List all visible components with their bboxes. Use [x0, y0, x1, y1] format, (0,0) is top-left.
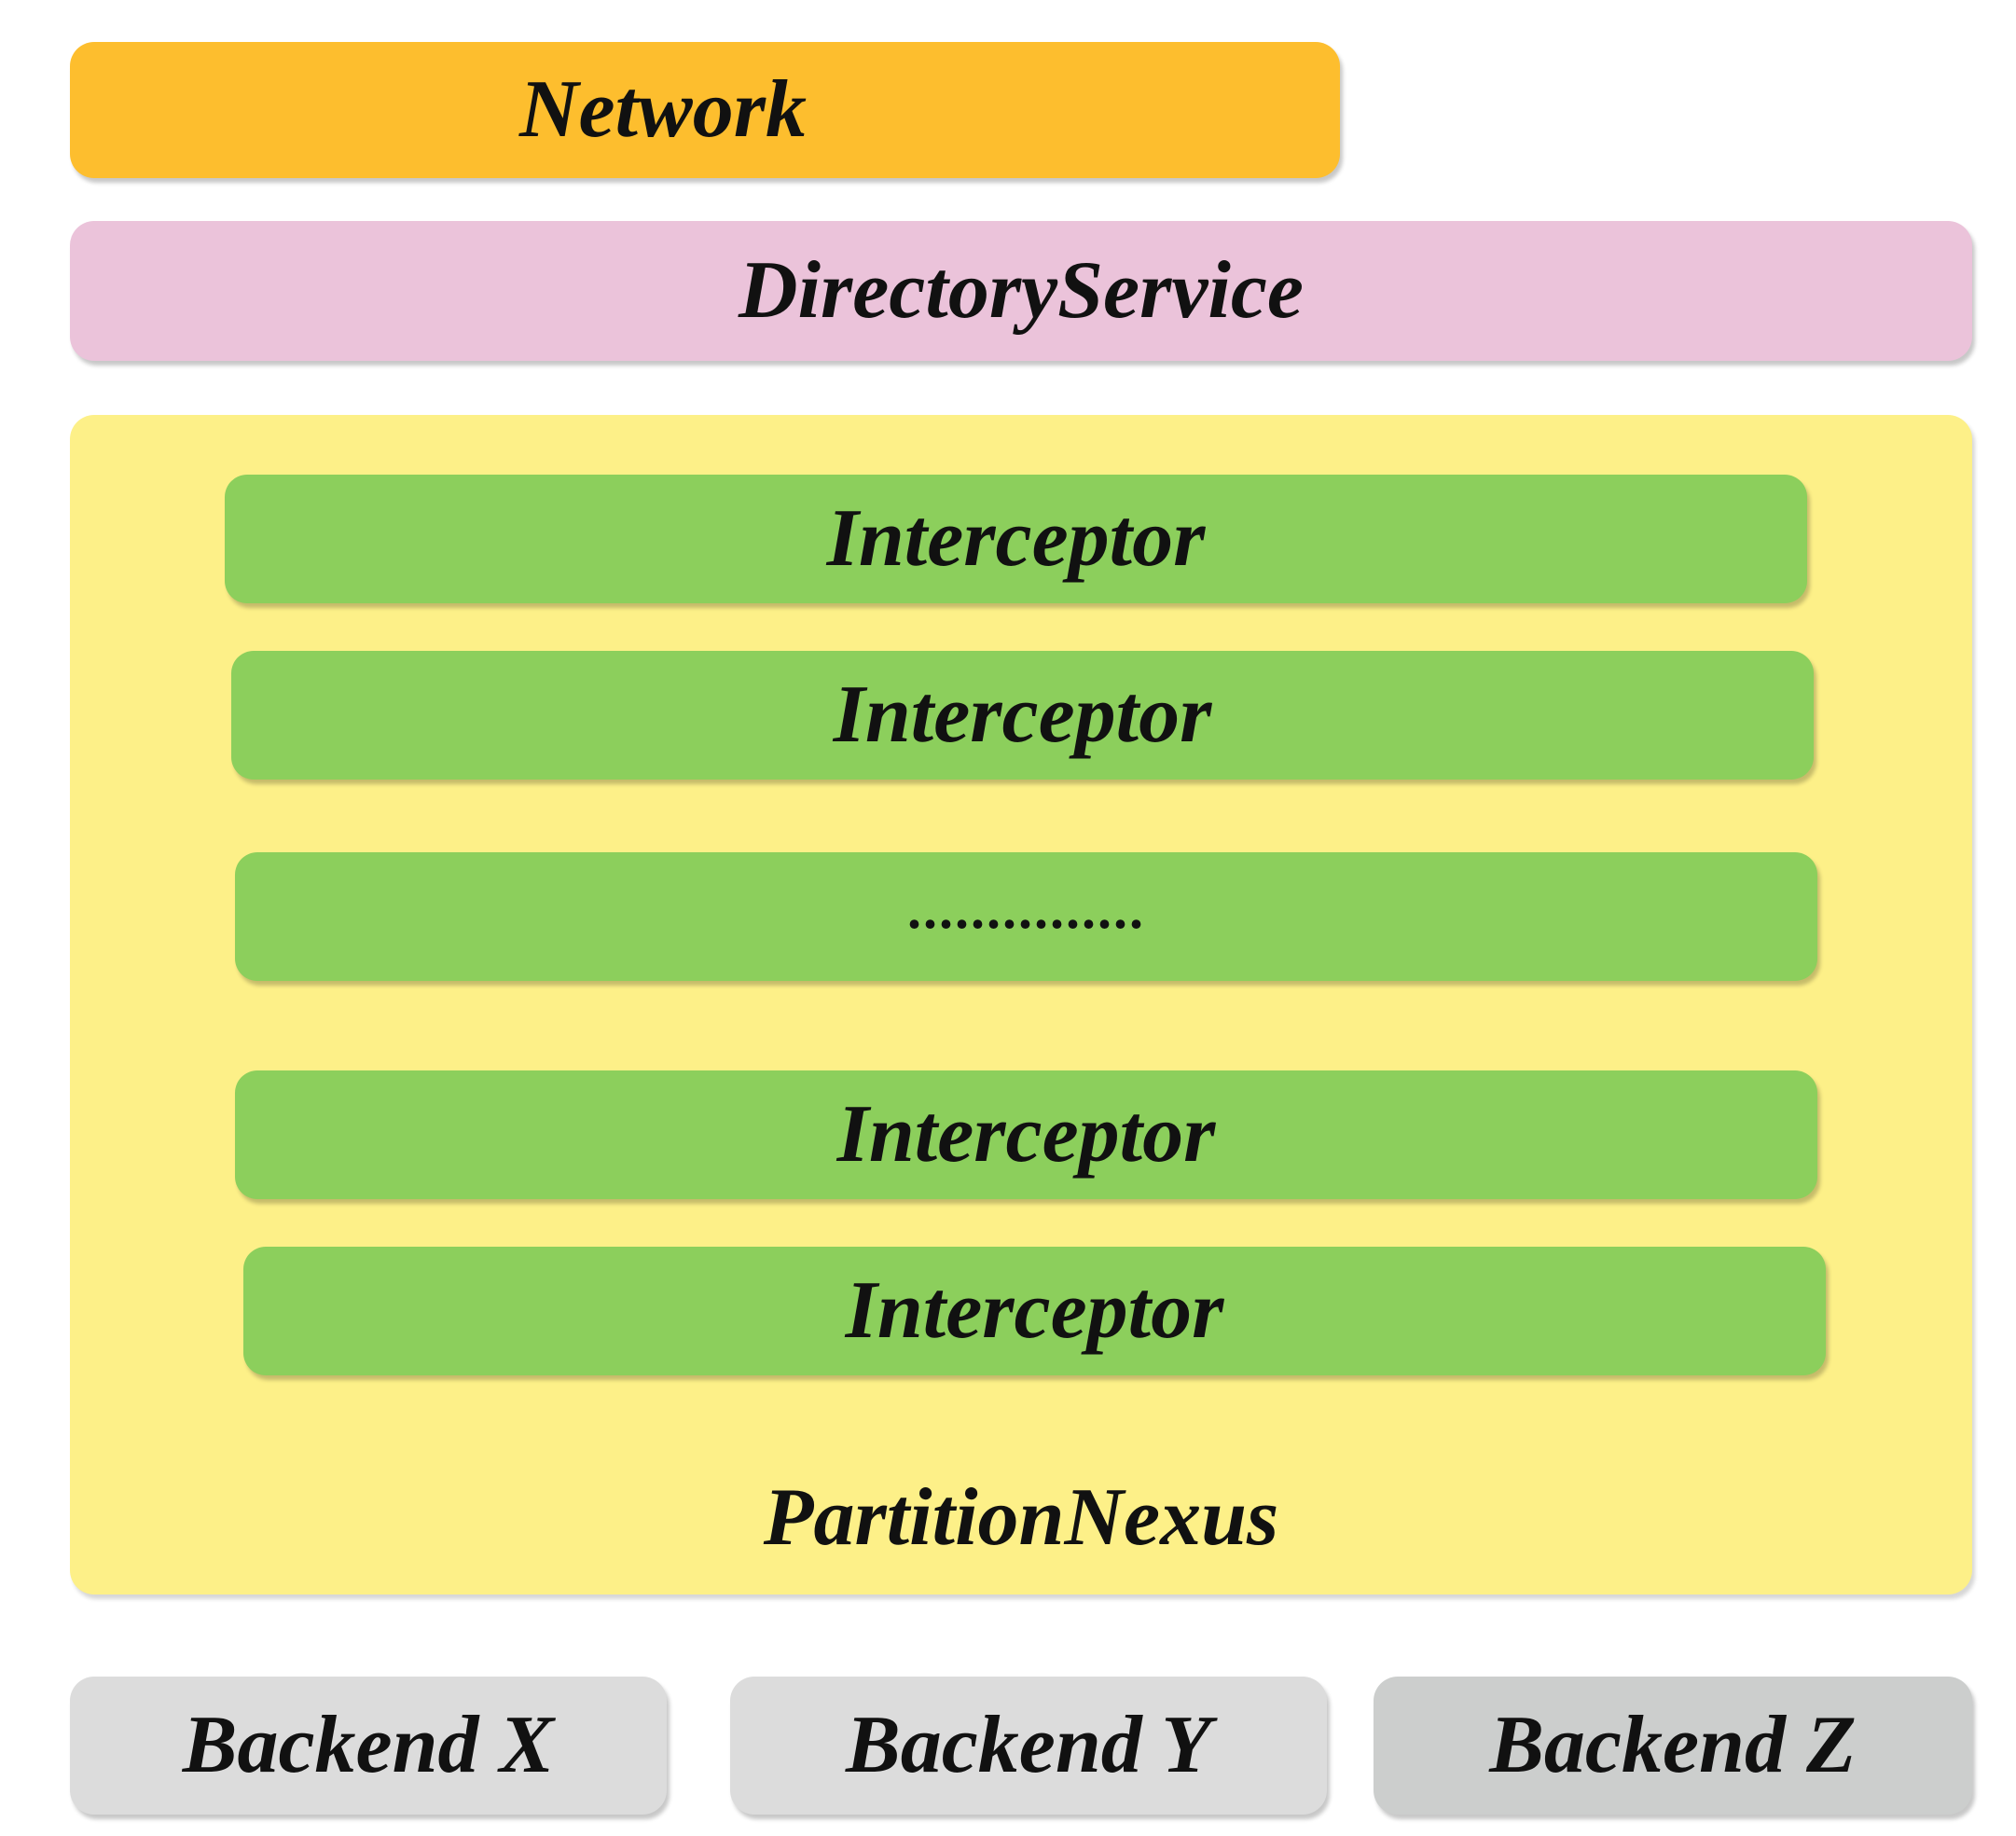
interceptor-label: Interceptor [845, 1265, 1224, 1356]
network-layer: Network [70, 42, 1340, 178]
interceptor-label: Interceptor [836, 1089, 1216, 1180]
backend-y: Backend Y [730, 1677, 1327, 1815]
interceptor-3: Interceptor [235, 1070, 1817, 1199]
backend-z-label: Backend Z [1489, 1700, 1857, 1790]
interceptor-2: Interceptor [231, 651, 1814, 780]
interceptor-ellipsis: ............... [235, 852, 1817, 981]
interceptor-label: Interceptor [826, 493, 1206, 584]
backend-z: Backend Z [1374, 1677, 1972, 1815]
directory-service-label: DirectoryService [739, 245, 1304, 336]
network-label: Network [519, 64, 807, 155]
directory-service-layer: DirectoryService [70, 221, 1972, 361]
partition-nexus-container: PartitionNexus [70, 415, 1972, 1594]
backend-x: Backend X [70, 1677, 667, 1815]
interceptor-1: Interceptor [225, 475, 1807, 603]
backend-y-label: Backend Y [846, 1700, 1211, 1790]
interceptor-label: Interceptor [833, 670, 1212, 760]
interceptor-4: Interceptor [243, 1247, 1826, 1375]
ellipsis-label: ............... [907, 878, 1145, 940]
partition-nexus-label: PartitionNexus [763, 1472, 1279, 1563]
backend-x-label: Backend X [182, 1700, 555, 1790]
